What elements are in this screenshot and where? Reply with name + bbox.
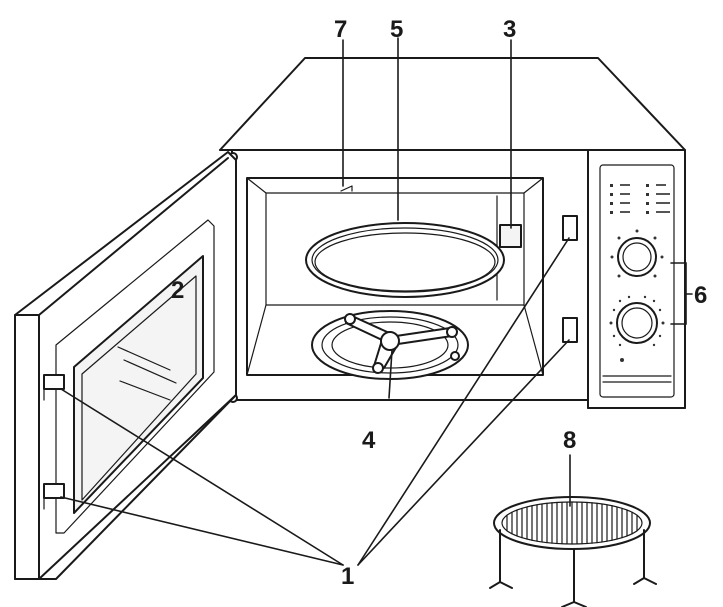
rack-bars [506,501,638,545]
door-hook-upper [43,374,65,390]
power-knob [610,229,664,278]
callout-7: 7 [334,16,347,43]
roller-ring [311,310,469,380]
glass-tray [305,222,505,298]
door-window [73,255,204,514]
control-panel [587,149,686,409]
timer-knob [609,295,665,347]
callout-5: 5 [390,16,403,43]
callout-1: 1 [341,563,354,590]
callout-8: 8 [563,427,576,454]
interlock-slot-upper [562,215,578,241]
callout-2: 2 [171,277,184,304]
panel-legend [610,184,670,214]
leader-lines [60,37,693,566]
oven-door [14,151,237,580]
interlock-slot-lower [562,317,578,343]
callout-3: 3 [503,16,516,43]
callout-6: 6 [694,282,707,309]
callouts: 7 5 3 2 6 4 8 1 [171,16,707,590]
grill-rack [489,496,657,607]
door-hook-lower [43,483,65,499]
callout-4: 4 [362,427,376,454]
